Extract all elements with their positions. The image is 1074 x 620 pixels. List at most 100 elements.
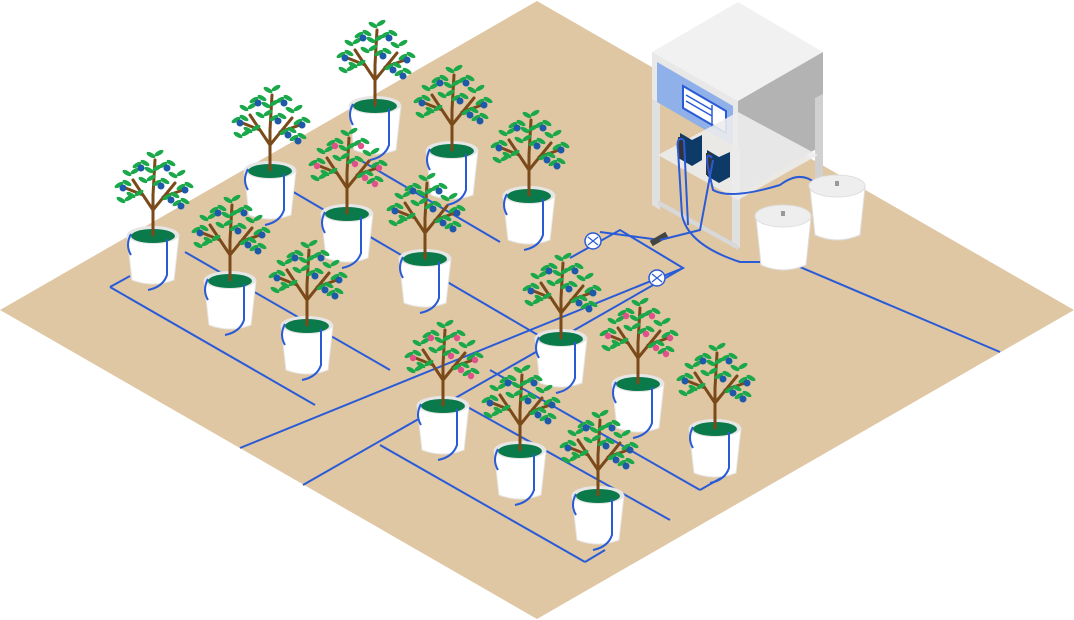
berry <box>530 379 538 387</box>
blueberry-plant <box>336 19 416 161</box>
berry <box>543 156 551 164</box>
berry <box>418 99 426 107</box>
berry <box>533 142 541 150</box>
berry <box>181 186 189 194</box>
blueberry-plant <box>413 64 493 206</box>
berry <box>743 379 751 387</box>
berry <box>167 196 175 204</box>
valve-icon <box>584 232 602 250</box>
berry <box>409 187 417 195</box>
berry <box>258 231 266 239</box>
flower <box>467 372 475 380</box>
berry <box>449 225 457 233</box>
drip-line <box>127 233 168 291</box>
berry <box>163 164 171 172</box>
berry <box>389 66 397 74</box>
berry <box>462 79 470 87</box>
berry <box>214 209 222 217</box>
berry <box>273 274 281 282</box>
blueberry-plant <box>490 109 570 251</box>
flowering-plant <box>599 297 679 439</box>
berry <box>480 101 488 109</box>
berry <box>534 411 542 419</box>
berry <box>291 254 299 262</box>
water-tank <box>808 174 866 241</box>
berry <box>729 389 737 397</box>
flower <box>351 160 359 168</box>
flowering-plant <box>404 319 484 461</box>
flower <box>648 312 656 320</box>
flower <box>361 174 369 182</box>
berry <box>504 379 512 387</box>
flower <box>357 142 365 150</box>
berry <box>429 205 437 213</box>
berry <box>234 227 242 235</box>
berry <box>495 144 503 152</box>
flower <box>331 142 339 150</box>
berry <box>539 124 547 132</box>
berry <box>284 131 292 139</box>
berry <box>456 97 464 105</box>
berry <box>544 417 552 425</box>
berry <box>486 399 494 407</box>
flower <box>604 332 612 340</box>
flower <box>622 312 630 320</box>
berry <box>571 267 579 275</box>
valve-icon <box>648 269 666 287</box>
berry <box>391 207 399 215</box>
berry <box>379 52 387 60</box>
berry <box>582 424 590 432</box>
blueberry-plant <box>559 409 639 551</box>
berry <box>719 375 727 383</box>
drip-line <box>321 211 362 269</box>
berry <box>453 209 461 217</box>
berry <box>177 202 185 210</box>
blueberry-plant <box>522 252 602 394</box>
blueberry-plant <box>114 149 194 291</box>
berry <box>436 79 444 87</box>
blueberry-plant <box>386 172 466 314</box>
flower <box>371 180 379 188</box>
flowering-plant <box>308 127 388 269</box>
berry <box>240 209 248 217</box>
flower <box>409 354 417 362</box>
flower <box>375 164 383 172</box>
flower <box>666 334 674 342</box>
berry <box>466 111 474 119</box>
berry <box>298 121 306 129</box>
drip-line <box>572 493 613 551</box>
berry <box>725 357 733 365</box>
berry <box>385 34 393 42</box>
berry <box>612 456 620 464</box>
berry <box>399 72 407 80</box>
berry <box>335 276 343 284</box>
berry <box>548 401 556 409</box>
flower <box>427 334 435 342</box>
berry <box>311 272 319 280</box>
berry <box>589 289 597 297</box>
berry <box>196 229 204 237</box>
berry <box>439 219 447 227</box>
blueberry-plant <box>231 84 311 226</box>
control-cabinet <box>652 2 823 250</box>
drip-line <box>426 148 467 206</box>
flower <box>447 352 455 360</box>
drip-line <box>204 278 245 336</box>
flower <box>457 366 465 374</box>
berry <box>137 164 145 172</box>
pump-right <box>707 150 730 183</box>
berry <box>513 124 521 132</box>
berry <box>435 187 443 195</box>
drip-line <box>689 426 730 484</box>
flower <box>313 162 321 170</box>
drip-line <box>612 381 653 439</box>
berry <box>244 241 252 249</box>
berry <box>341 54 349 62</box>
berry <box>557 146 565 154</box>
berry <box>602 442 610 450</box>
berry <box>739 395 747 403</box>
flower <box>642 330 650 338</box>
berry <box>699 357 707 365</box>
